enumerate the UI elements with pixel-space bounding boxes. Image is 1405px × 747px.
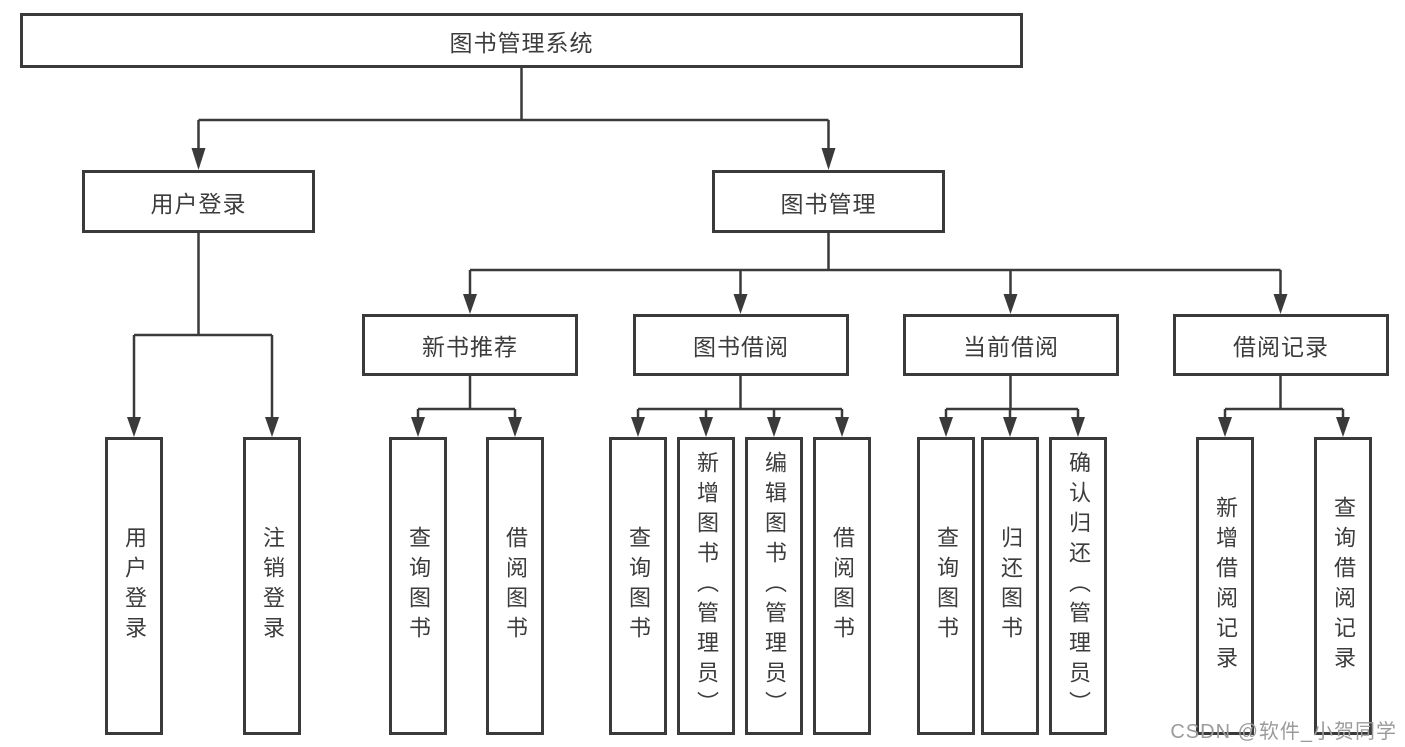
node-book-management: 图书管理 bbox=[712, 170, 945, 233]
leaf-query-books-recommend: 查询图书 bbox=[389, 437, 447, 735]
leaf-confirm-return-admin: 确认归还（管理员） bbox=[1049, 437, 1107, 735]
leaf-borrow-books-borrowing: 借阅图书 bbox=[813, 437, 871, 735]
leaf-user-login-label: 用户登录 bbox=[122, 526, 147, 646]
node-new-book-recommend: 新书推荐 bbox=[362, 314, 578, 376]
leaf-query-borrow-record-label: 查询借阅记录 bbox=[1331, 496, 1356, 676]
leaf-query-books-borrowing: 查询图书 bbox=[609, 437, 667, 735]
leaf-query-borrow-record: 查询借阅记录 bbox=[1314, 437, 1372, 735]
node-book-management-label: 图书管理 bbox=[780, 190, 877, 217]
leaf-query-books-borrowing-label: 查询图书 bbox=[626, 526, 651, 646]
leaf-query-books-current-label: 查询图书 bbox=[934, 526, 959, 646]
leaf-borrow-books-recommend-label: 借阅图书 bbox=[503, 526, 528, 646]
arrowheads bbox=[127, 148, 1350, 437]
leaf-user-login: 用户登录 bbox=[105, 437, 163, 735]
node-book-borrowing: 图书借阅 bbox=[633, 314, 849, 376]
leaf-query-books-recommend-label: 查询图书 bbox=[406, 526, 431, 646]
leaf-query-books-current: 查询图书 bbox=[917, 437, 975, 735]
leaf-borrow-books-borrowing-label: 借阅图书 bbox=[830, 526, 855, 646]
node-user-login: 用户登录 bbox=[82, 170, 315, 233]
leaf-edit-books-admin: 编辑图书（管理员） bbox=[745, 437, 803, 735]
leaf-logout: 注销登录 bbox=[243, 437, 301, 735]
node-current-borrowing-label: 当前借阅 bbox=[963, 334, 1059, 360]
leaf-edit-books-admin-label: 编辑图书（管理员） bbox=[762, 451, 787, 721]
node-book-borrowing-label: 图书借阅 bbox=[693, 334, 789, 360]
node-root-label: 图书管理系统 bbox=[449, 29, 594, 56]
leaf-confirm-return-admin-label: 确认归还（管理员） bbox=[1066, 451, 1091, 721]
csdn-watermark: CSDN @软件_小贺同学 bbox=[1170, 721, 1397, 743]
node-root: 图书管理系统 bbox=[20, 13, 1023, 68]
node-new-book-recommend-label: 新书推荐 bbox=[422, 334, 518, 360]
node-user-login-label: 用户登录 bbox=[150, 190, 247, 217]
leaf-add-borrow-record-label: 新增借阅记录 bbox=[1213, 496, 1238, 676]
leaf-borrow-books-recommend: 借阅图书 bbox=[486, 437, 544, 735]
leaf-add-books-admin: 新增图书（管理员） bbox=[677, 437, 735, 735]
node-borrowing-records: 借阅记录 bbox=[1173, 314, 1389, 376]
leaf-return-books: 归还图书 bbox=[981, 437, 1039, 735]
leaf-add-books-admin-label: 新增图书（管理员） bbox=[694, 451, 719, 721]
leaf-logout-label: 注销登录 bbox=[260, 526, 285, 646]
node-borrowing-records-label: 借阅记录 bbox=[1233, 334, 1329, 360]
node-current-borrowing: 当前借阅 bbox=[903, 314, 1119, 376]
leaf-return-books-label: 归还图书 bbox=[998, 526, 1023, 646]
leaf-add-borrow-record: 新增借阅记录 bbox=[1196, 437, 1254, 735]
